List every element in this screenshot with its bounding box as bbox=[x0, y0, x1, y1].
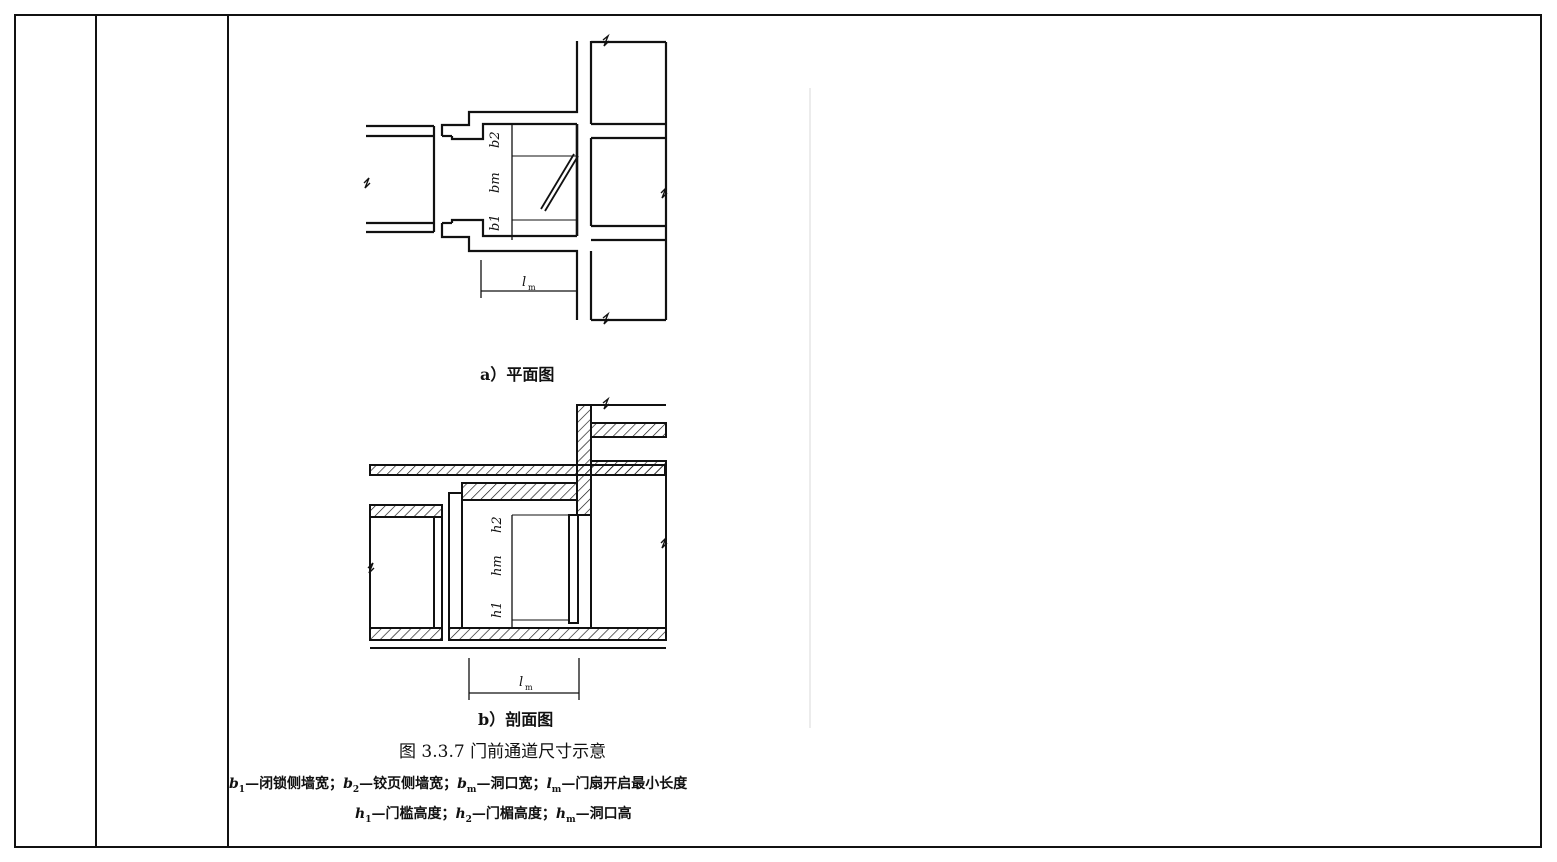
legend1-item-4: lm—门扇开启最小长度 bbox=[546, 776, 688, 795]
label-bm: bm bbox=[488, 172, 503, 193]
legend2-item-3: hm—洞口高 bbox=[555, 806, 632, 825]
table-frame bbox=[14, 14, 1542, 848]
section-view bbox=[367, 396, 668, 700]
legend2-item-1: h1—门槛高度； bbox=[355, 806, 456, 825]
svg-text:m: m bbox=[525, 683, 533, 692]
column-divider-2 bbox=[227, 14, 229, 848]
label-hm: hm bbox=[490, 555, 505, 576]
plan-view bbox=[363, 33, 668, 325]
column-divider-1 bbox=[95, 14, 97, 848]
door-passage-diagram: b2 bm b1 l m a）平面图 bbox=[363, 33, 811, 762]
label-b1: b1 bbox=[488, 214, 503, 231]
legend1-item-1: b1—闭锁侧墙宽； bbox=[229, 776, 344, 795]
plan-dimension-labels: b2 bm b1 l m bbox=[488, 131, 536, 292]
legend2-item-2: h2—门楣高度； bbox=[455, 806, 556, 825]
label-lm-section: l bbox=[519, 675, 523, 690]
label-h2: h2 bbox=[490, 516, 505, 533]
legend-line-1: b1—闭锁侧墙宽；b2—铰页侧墙宽；bm—洞口宽；lm—门扇开启最小长度 bbox=[229, 773, 687, 795]
legend-line-2: h1—门槛高度；h2—门楣高度；hm—洞口高 bbox=[355, 803, 632, 825]
figure-cell: b2 bm b1 l m a）平面图 bbox=[229, 28, 819, 833]
svg-text:m: m bbox=[528, 283, 536, 292]
figure-title: 图 3.3.7 门前通道尺寸示意 bbox=[399, 742, 606, 762]
plan-caption: a）平面图 bbox=[480, 365, 554, 384]
legend1-item-2: b2—铰页侧墙宽； bbox=[343, 776, 458, 795]
label-lm-plan: l bbox=[522, 275, 526, 290]
legend1-item-3: bm—洞口宽； bbox=[457, 776, 547, 795]
section-caption: b）剖面图 bbox=[478, 710, 553, 729]
label-b2: b2 bbox=[488, 131, 503, 148]
section-dimension-labels: h2 hm h1 l m bbox=[490, 516, 533, 692]
label-h1: h1 bbox=[490, 601, 505, 618]
